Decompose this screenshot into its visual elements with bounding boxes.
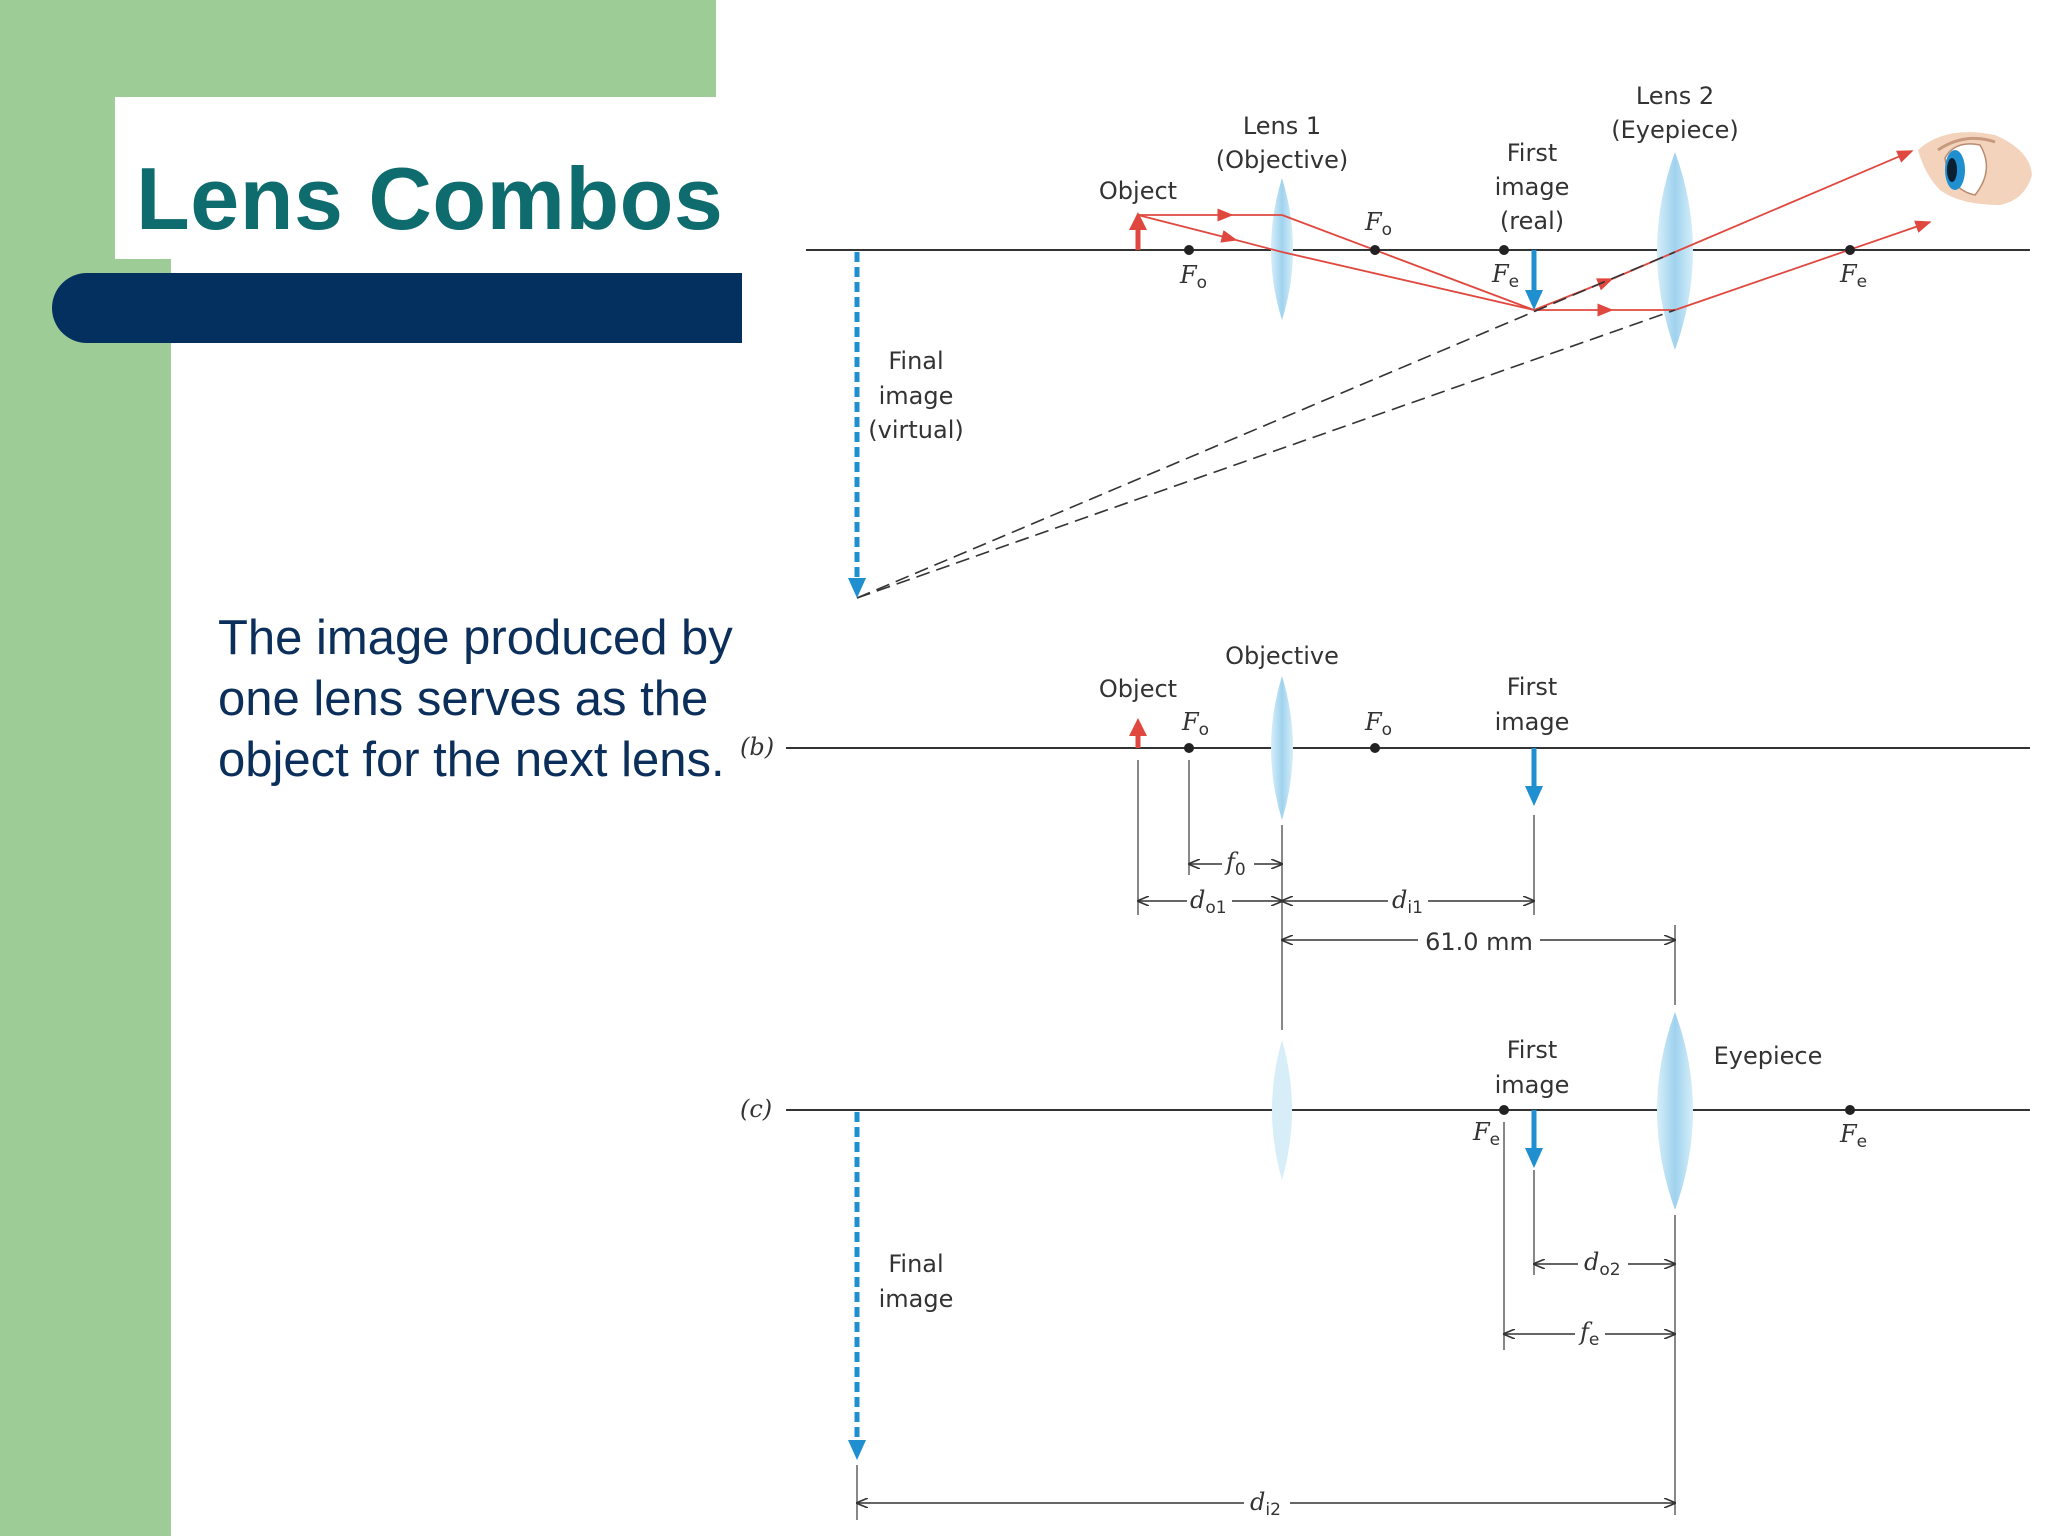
lens2-label: Lens 2 — [1636, 82, 1714, 110]
objective-lens — [1271, 178, 1293, 320]
focal-point — [1370, 743, 1380, 753]
panel-b: (b) Objective Object — [740, 642, 2030, 1030]
panel-c: (c) First image Eyepiece Fi — [740, 1012, 2030, 1520]
ray — [1674, 220, 1932, 311]
final-image-label-line2: image — [879, 382, 954, 410]
slide-body-text: The image produced by one lens serves as… — [218, 611, 733, 787]
final-image-label-line3: (virtual) — [868, 416, 963, 444]
dim-label-do1: do1 — [1190, 886, 1227, 918]
final-image-arrow-head — [848, 1440, 866, 1460]
ray — [1137, 214, 1238, 243]
focal-point — [1845, 245, 1855, 255]
dim-label-do2: do2 — [1584, 1248, 1621, 1280]
focal-point — [1845, 1105, 1855, 1115]
first-image-label-line3: (real) — [1500, 207, 1564, 235]
lens1-sublabel: (Objective) — [1216, 146, 1349, 174]
eyepiece-lens — [1657, 1012, 1693, 1210]
focal-label-fe: Fe — [1839, 1120, 1867, 1152]
dim-label-di1: di1 — [1392, 886, 1423, 918]
objective-label: Objective — [1225, 642, 1339, 670]
focal-label-fe: Fe — [1491, 260, 1519, 292]
first-image-label-line2: image — [1495, 173, 1570, 201]
focal-label-fe: Fe — [1839, 260, 1867, 292]
objective-lens — [1271, 676, 1293, 820]
focal-label-fo: Fo — [1179, 261, 1207, 293]
focal-point — [1499, 245, 1509, 255]
object-arrow-head — [1129, 212, 1147, 230]
dim-label-fe: fe — [1578, 1318, 1599, 1350]
panel-a: Object Lens 1 (Objective) Lens 2 (Eyepie… — [806, 82, 2032, 599]
lens-separation-label: 61.0 mm — [1425, 928, 1533, 956]
eye-icon — [1918, 132, 2032, 205]
final-image-label-line1: Final — [888, 347, 943, 375]
object-label: Object — [1099, 675, 1177, 703]
title-underline-bar — [52, 273, 742, 343]
focal-point — [1184, 743, 1194, 753]
focal-label-fe: Fe — [1472, 1118, 1500, 1150]
focal-label-fo: Fo — [1181, 708, 1209, 740]
focal-point — [1370, 245, 1380, 255]
first-image-label-line1: First — [1507, 1036, 1558, 1064]
dim-label-fo: f0 — [1224, 848, 1246, 880]
panel-label-c: (c) — [740, 1095, 772, 1123]
first-image-arrow-head — [1525, 1148, 1543, 1168]
first-image-arrow-head — [1525, 786, 1543, 806]
object-label: Object — [1099, 177, 1177, 205]
first-image-label-line2: image — [1495, 1071, 1570, 1099]
final-image-arrow-head — [848, 578, 866, 598]
title-box — [115, 97, 716, 259]
eyepiece-lens — [1657, 152, 1693, 350]
focal-label-fo: Fo — [1364, 708, 1392, 740]
eyepiece-label: Eyepiece — [1714, 1042, 1823, 1070]
final-image-label-line2: image — [879, 1285, 954, 1313]
dim-label-di2: di2 — [1250, 1488, 1281, 1520]
focal-label-fo: Fo — [1364, 208, 1392, 240]
first-image-label-line2: image — [1495, 708, 1570, 736]
first-image-label-line1: First — [1507, 673, 1558, 701]
first-image-arrow-head — [1525, 290, 1543, 310]
first-image-label-line1: First — [1507, 139, 1558, 167]
ray — [1674, 150, 1914, 253]
lens2-sublabel: (Eyepiece) — [1611, 116, 1739, 144]
final-image-label-line1: Final — [888, 1250, 943, 1278]
virtual-rays — [856, 251, 1676, 599]
object-arrow-head — [1129, 718, 1147, 736]
focal-point — [1499, 1105, 1509, 1115]
focal-point — [1184, 245, 1194, 255]
objective-lens-faded — [1272, 1040, 1292, 1180]
lens1-label: Lens 1 — [1243, 112, 1321, 140]
panel-label-b: (b) — [740, 733, 774, 761]
slide-title: Lens Combos — [136, 149, 724, 248]
